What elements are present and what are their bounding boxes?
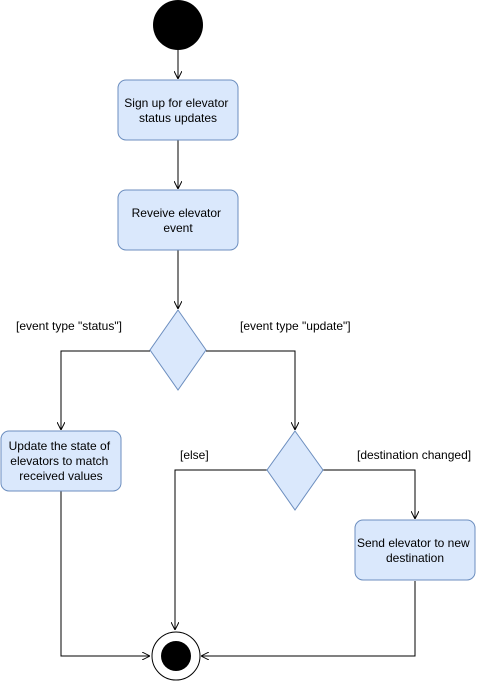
guard-destination-changed: [destination changed] [357,448,471,462]
svg-text:Update the state of elev: Update the state of elevators to match r… [9,439,114,483]
send-elevator-line2: destination [386,551,444,565]
receive-event-line1: Reveive elevator [132,206,221,220]
guard-event-status: [event type "status"] [16,319,122,333]
send-elevator-line1: Send elevator to new [357,536,470,550]
edge-send-to-end [201,581,416,656]
decision-event-type [149,309,207,391]
guard-event-update: [event type "update"] [240,319,351,333]
action-update-state: Update the state of elevators to match r… [0,430,122,492]
sign-up-line1: Sign up for elevator [124,96,228,110]
edge-decision-to-update-state [61,350,150,430]
edge-update-state-to-end [60,491,150,656]
edge-destination-decision-to-send [323,469,415,519]
start-node [153,0,203,50]
decision-destination-changed [266,430,324,511]
svg-text:Reveive elevator event: Reveive elevator event [132,206,225,235]
guard-else: [else] [180,448,209,462]
update-state-line3: received values [19,469,102,483]
update-state-line2: elevators to match [10,454,108,468]
svg-text:Send elevator to new des: Send elevator to new destination [357,536,473,565]
update-state-line1: Update the state of [9,439,111,453]
action-receive-event: Reveive elevator event [117,189,239,251]
edge-decision-to-destination-decision [206,350,295,430]
edge-else-to-end [175,469,267,630]
sign-up-line2: status updates [139,111,217,125]
action-send-elevator: Send elevator to new destination [354,519,476,581]
action-sign-up: Sign up for elevator status updates [117,79,239,141]
svg-text:Sign up for elevator sta: Sign up for elevator status updates [124,96,231,125]
receive-event-line2: event [163,221,193,235]
end-node [151,631,201,681]
